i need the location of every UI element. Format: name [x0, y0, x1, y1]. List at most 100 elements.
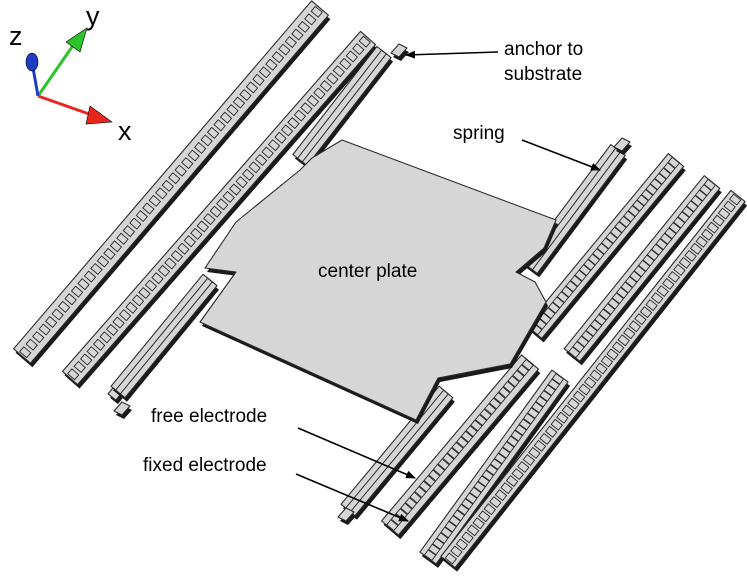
fixed-electrode-right-far-finger [623, 327, 636, 340]
free-electrode-right-finger [632, 199, 645, 212]
axis-label-y: y [86, 1, 100, 31]
free-electrode-lower-finger [516, 364, 530, 377]
fixed-electrode-left-outer-finger [278, 43, 291, 56]
free-electrode-lower-finger [512, 369, 525, 382]
fixed-electrode-left-outer-finger [200, 134, 213, 147]
fixed-electrode-left-outer-finger [148, 194, 162, 207]
fixed-electrode-right-far-finger [444, 552, 458, 565]
fixed-electrode-right-outer-finger [694, 189, 708, 202]
free-electrode-lower-finger [418, 480, 432, 493]
fixed-electrode-left-outer-finger [83, 270, 97, 283]
free-electrode-left-finger [92, 338, 106, 351]
fixed-electrode-right-far-finger [595, 362, 608, 375]
free-electrode-left-finger [79, 353, 93, 366]
fixed-electrode-right-far-finger [505, 475, 519, 488]
fixed-electrode-lower-finger [526, 407, 540, 419]
free-electrode-lower-finger [432, 463, 446, 476]
fixed-electrode-right-outer-finger [690, 194, 703, 207]
label-spring: spring [453, 123, 505, 144]
fixed-electrode-lower-finger [498, 446, 511, 459]
fixed-electrode-right-far-finger [483, 503, 497, 516]
fixed-electrode-lower-finger [456, 503, 470, 516]
fixed-electrode-right-outer-finger [585, 324, 598, 337]
fixed-electrode-right-outer-finger [611, 292, 625, 305]
fixed-electrode-right-outer-finger [581, 330, 594, 343]
fixed-electrode-lower-finger [531, 401, 544, 414]
fixed-electrode-left-outer-finger [168, 172, 181, 185]
free-electrode-right-finger [618, 215, 632, 228]
free-electrode-right-finger [592, 248, 605, 261]
fixed-electrode-right-far-finger [578, 383, 591, 396]
free-electrode-left-finger [144, 279, 158, 292]
annotation-arrows [295, 50, 601, 522]
fixed-electrode-left-outer-finger [213, 119, 226, 132]
fixed-electrode-right-far-finger [628, 320, 642, 333]
free-electrode-left-finger [164, 257, 177, 270]
fixed-electrode-left-outer-finger [219, 111, 233, 124]
free-electrode-left-finger [306, 94, 320, 107]
fixed-electrode-lower-finger [493, 452, 507, 465]
fixed-electrode-right-outer-finger [686, 200, 699, 213]
free-electrode-lower-finger [409, 491, 422, 504]
anchor-left-upper [390, 43, 408, 58]
fixed-electrode-left-outer-finger [57, 300, 71, 313]
fixed-electrode-right-outer-finger [668, 221, 682, 234]
fixed-electrode-right-outer-finger [659, 232, 673, 245]
free-electrode-left-finger [280, 124, 294, 137]
free-electrode-left-finger [170, 249, 184, 263]
free-electrode-right-finger [663, 162, 676, 175]
free-electrode-left [61, 30, 377, 386]
arrow-fixed-electrode [295, 473, 409, 522]
free-electrode-right-finger [587, 253, 601, 266]
fixed-electrode-left-outer-finger [64, 293, 77, 306]
fixed-electrode-right-outer-finger [633, 265, 647, 278]
fixed-electrode-right-far-finger [600, 355, 614, 368]
fixed-electrode-right-far-finger [489, 496, 502, 509]
free-electrode-left-finger [99, 331, 112, 344]
free-electrode-left-finger [222, 190, 235, 204]
fixed-electrode-lower-finger [522, 412, 536, 425]
free-electrode-left-finger [73, 360, 86, 374]
free-electrode-left-finger [358, 35, 371, 48]
free-electrode-left-finger [274, 131, 287, 144]
fixed-electrode-lower-finger [543, 384, 556, 397]
free-electrode-right-finger [614, 221, 627, 234]
fixed-electrode-right-outer-finger [572, 340, 585, 353]
free-electrode-left-finger [138, 286, 151, 300]
free-electrode-right-finger [649, 178, 663, 191]
spring-left-lower-fold [115, 277, 214, 395]
free-electrode-left-finger [332, 65, 346, 78]
fixed-electrode-lower-finger [469, 486, 482, 499]
fixed-electrode-right-far-finger [678, 256, 692, 269]
fixed-electrode-left-outer-finger [51, 308, 64, 321]
fixed-electrode-right-far-finger [662, 277, 675, 290]
fixed-electrode-right-far-finger [645, 299, 658, 312]
free-electrode-left-finger [254, 153, 268, 167]
fixed-electrode-left-outer-finger [90, 262, 103, 276]
fixed-electrode-lower-finger [477, 475, 490, 488]
fixed-electrode-left-outer-finger [310, 5, 323, 18]
fixed-electrode-lower-finger [427, 543, 441, 556]
coordinate-axes [25, 27, 113, 125]
fixed-electrode-left-outer-finger [70, 285, 84, 298]
fixed-electrode-left-outer-finger [239, 88, 252, 102]
free-electrode-left-finger [131, 294, 145, 307]
fixed-electrode-right-far-finger [556, 411, 569, 424]
fixed-electrode-right-far-finger [673, 263, 686, 276]
fixed-electrode-left-outer-finger [96, 255, 110, 268]
fixed-electrode-right-outer-finger [624, 275, 638, 289]
free-electrode-right-finger [627, 205, 641, 218]
fixed-electrode-lower-finger [452, 509, 466, 522]
fixed-electrode-right-outer-finger [629, 270, 642, 283]
axis-label-z: z [9, 21, 23, 51]
fixed-electrode-right-outer-finger [681, 205, 695, 218]
free-electrode-left-finger [105, 323, 119, 337]
free-electrode-lower-finger [428, 469, 441, 482]
fixed-electrode-right-outer-finger [576, 335, 590, 348]
fixed-electrode-right-far-finger [455, 538, 469, 551]
fixed-electrode-right-far-finger [572, 390, 586, 403]
fixed-electrode-left-outer-finger [297, 20, 311, 33]
free-electrode-lower-finger [507, 375, 520, 388]
free-electrode-lower-finger [446, 447, 460, 460]
